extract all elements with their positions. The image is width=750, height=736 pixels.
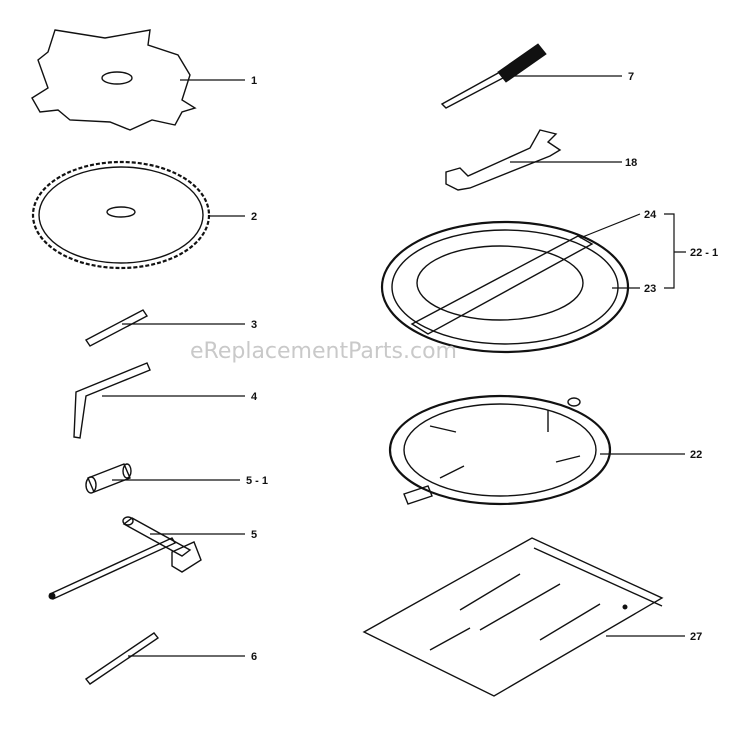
bracket-22-1 <box>664 213 686 289</box>
screwdriver-drawing <box>440 43 547 109</box>
callout-2: 2 <box>251 211 257 223</box>
callout-1: 1 <box>251 75 257 87</box>
t-wrench-drawing <box>48 516 202 600</box>
callout-22: 22 <box>690 449 702 461</box>
callout-22-1: 22 - 1 <box>690 247 718 259</box>
leader-24 <box>579 213 641 239</box>
watermark: eReplacementParts.com <box>190 339 457 364</box>
callout-18: 18 <box>625 157 637 169</box>
callout-7: 7 <box>628 71 634 83</box>
callout-6: 6 <box>251 651 257 663</box>
socket-small-drawing <box>85 463 132 494</box>
callout-3: 3 <box>251 319 257 331</box>
hex-key-drawing <box>73 362 151 439</box>
open-wrench-drawing <box>445 129 562 191</box>
strap-drawing <box>410 235 594 335</box>
guard-ring-drawing <box>388 394 612 506</box>
blade-saw-drawing <box>31 160 211 270</box>
callout-5: 5 <box>251 529 257 541</box>
cover-ring-drawing <box>380 220 630 354</box>
callout-27: 27 <box>690 631 702 643</box>
callout-4: 4 <box>251 391 258 403</box>
pin-6-drawing <box>84 632 160 685</box>
callout-24: 24 <box>644 209 657 221</box>
pin-3-drawing <box>84 309 149 347</box>
callout-23: 23 <box>644 283 656 295</box>
callout-5-1: 5 - 1 <box>246 475 268 487</box>
blade-4-tooth-drawing <box>31 29 197 131</box>
bag-drawing <box>362 537 664 697</box>
